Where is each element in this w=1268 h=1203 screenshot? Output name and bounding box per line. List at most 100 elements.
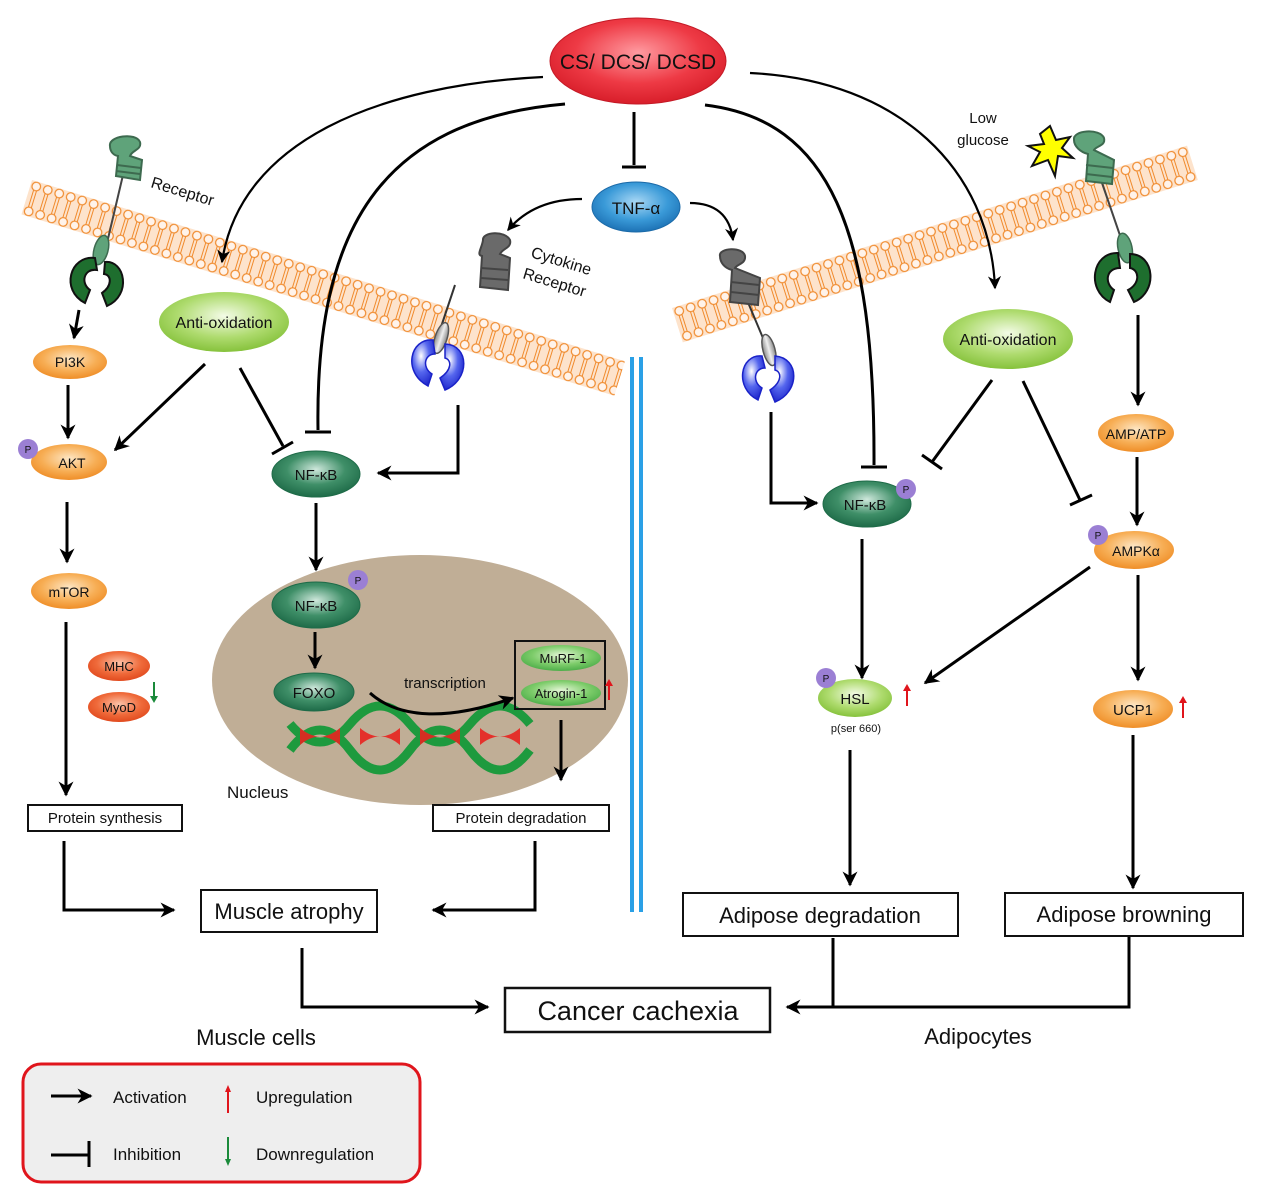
transcription-label: transcription (404, 675, 486, 692)
edge-cytokine-right-to-nfkb (769, 412, 819, 511)
edge-antiox-right-inhibits-ampk (1021, 380, 1082, 501)
edge-receptor-to-pi3k (68, 309, 84, 340)
mtor-label: mTOR (49, 584, 90, 600)
edge-foxo-transcription (368, 691, 515, 716)
cytokine-receptor-icon-right (719, 248, 795, 403)
adipocytes-label: Adipocytes (924, 1024, 1032, 1049)
murf1-node[interactable]: MuRF-1 (521, 645, 601, 671)
edge-source-inhibits-nfkb-right (704, 103, 876, 466)
antiox-node-right[interactable]: Anti-oxidation (943, 309, 1073, 369)
ampk-node[interactable]: AMPKα P (1088, 525, 1174, 569)
atrogin1-label: Atrogin-1 (535, 686, 588, 701)
antiox-label-left: Anti-oxidation (176, 315, 273, 332)
upregulation-arrow-icon (225, 1085, 231, 1113)
low-glucose-star-icon (1024, 124, 1077, 180)
svg-text:P: P (355, 576, 362, 587)
legend-inhibition: Inhibition (113, 1145, 181, 1164)
hsl-node[interactable]: HSL P (816, 668, 892, 717)
edge-antiox-right-inhibits-nfkb (930, 379, 994, 463)
svg-text:P: P (1095, 531, 1102, 542)
atrogin1-node[interactable]: Atrogin-1 (521, 680, 601, 706)
legend-activation: Activation (113, 1088, 187, 1107)
amp-atp-node[interactable]: AMP/ATP (1098, 414, 1174, 452)
mhc-node[interactable]: MHC (88, 651, 150, 681)
legend: Activation Inhibition Upregulation Downr… (21, 1062, 422, 1184)
edge-ampk-to-hsl (923, 565, 1091, 685)
akt-node[interactable]: AKT P (18, 439, 107, 480)
ucp1-label: UCP1 (1113, 702, 1153, 719)
receptor-icon-right (1073, 130, 1152, 304)
cytokine-receptor-icon-left (411, 232, 512, 391)
receptor-icon-left (69, 135, 144, 308)
edge-adipose-to-cachexia (785, 936, 1131, 1015)
edge-source-to-antiox-right (749, 71, 1002, 290)
hsl-label: HSL (840, 691, 869, 708)
edge-atrophy-to-cachexia (300, 948, 490, 1015)
hsl-site-label: p(ser 660) (831, 723, 881, 735)
amp-atp-label: AMP/ATP (1106, 426, 1166, 442)
phospho-badge (18, 439, 38, 459)
pi3k-label: PI3K (55, 354, 86, 370)
dna-helix-icon (286, 701, 534, 775)
tnf-label: TNF-α (612, 199, 661, 218)
edge-antiox-inhibits-nfkb (238, 367, 285, 447)
adipose-browning-label: Adipose browning (1037, 902, 1212, 927)
protein-degradation-box[interactable]: Protein degradation (432, 804, 610, 832)
nfkb-node-right[interactable]: NF-κB P (822, 479, 916, 528)
nfkb-node-left[interactable]: NF-κB (271, 450, 361, 498)
protein-degradation-label: Protein degradation (456, 810, 587, 827)
protein-synthesis-label: Protein synthesis (48, 810, 162, 827)
inhibit-bar (921, 453, 943, 471)
ucp1-node[interactable]: UCP1 (1093, 690, 1173, 728)
up-arrow-icon (1179, 696, 1187, 718)
edge-tnf-to-receptor-left (507, 197, 583, 232)
nucleus-label: Nucleus (227, 783, 288, 802)
nfkb-label-left: NF-κB (295, 467, 338, 484)
adipose-degradation-label: Adipose degradation (719, 903, 921, 928)
down-arrow-icon (150, 682, 158, 703)
e3-ligase-box (514, 640, 606, 710)
adipose-browning-box[interactable]: Adipose browning (1004, 892, 1244, 937)
foxo-node[interactable]: FOXO (273, 672, 355, 712)
inhibit-bar (271, 440, 294, 456)
svg-text:P: P (903, 485, 910, 496)
low-glucose-label-1: Low (969, 110, 997, 127)
source-node[interactable]: CS/ DCS/ DCSD (549, 17, 727, 105)
inhibit-bar (1069, 493, 1093, 507)
edge-source-inhibits-nfkb-left (316, 102, 566, 431)
phospho-badge (1088, 525, 1108, 545)
nfkb-label-right: NF-κB (844, 497, 887, 514)
membrane-left (21, 180, 625, 396)
cancer-cachexia-label: Cancer cachexia (537, 996, 739, 1026)
muscle-atrophy-label: Muscle atrophy (214, 899, 363, 924)
up-arrow-icon (605, 679, 613, 700)
adipose-degradation-box[interactable]: Adipose degradation (682, 892, 959, 937)
mhc-label: MHC (104, 659, 134, 674)
nfkb-node-nucleus[interactable]: NF-κB P (271, 570, 368, 629)
legend-upregulation: Upregulation (256, 1088, 352, 1107)
edge-protein-synthesis-to-atrophy (62, 841, 176, 918)
up-arrow-icon (903, 684, 911, 706)
protein-synthesis-box[interactable]: Protein synthesis (27, 804, 183, 832)
downregulation-arrow-icon (225, 1137, 231, 1166)
edge-antiox-to-akt (113, 362, 207, 452)
myod-node[interactable]: MyoD (88, 692, 150, 722)
phospho-badge (348, 570, 368, 590)
legend-downregulation: Downregulation (256, 1145, 374, 1164)
receptor-label-left: Receptor (149, 175, 217, 210)
cancer-cachexia-box[interactable]: Cancer cachexia (503, 986, 772, 1034)
phospho-badge (816, 668, 836, 688)
foxo-label: FOXO (293, 685, 336, 702)
low-glucose-label-2: glucose (957, 132, 1009, 149)
muscle-atrophy-box[interactable]: Muscle atrophy (200, 889, 378, 933)
source-label: CS/ DCS/ DCSD (560, 51, 716, 74)
mtor-node[interactable]: mTOR (31, 573, 107, 609)
ampk-label: AMPKα (1112, 543, 1160, 559)
membrane-right (672, 145, 1198, 343)
pi3k-node[interactable]: PI3K (33, 345, 107, 379)
antiox-node-left[interactable]: Anti-oxidation (159, 292, 289, 352)
tnf-node[interactable]: TNF-α (591, 181, 681, 233)
edge-source-to-antiox-left (217, 75, 544, 264)
svg-text:P: P (25, 445, 32, 456)
